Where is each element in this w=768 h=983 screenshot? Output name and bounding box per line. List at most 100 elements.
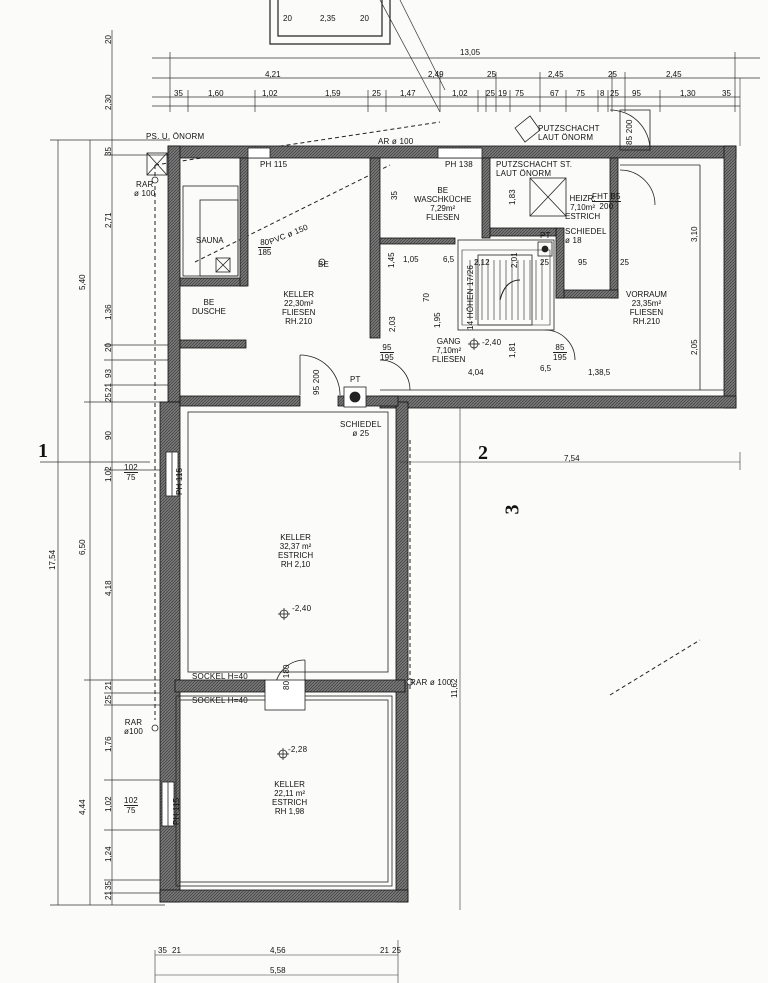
dim-top-r3-15: 1,30: [680, 89, 696, 98]
door5-height: 200: [625, 119, 634, 134]
fht-line2: 200: [592, 201, 621, 211]
grid-lines: [154, 78, 741, 983]
dim-95: 95: [578, 258, 587, 267]
dim-105: 1,05: [403, 255, 419, 264]
axis-marker-3: 3: [501, 504, 524, 515]
left-dimension-lines: [40, 30, 170, 906]
rar-top-line2: ø 100: [134, 189, 156, 198]
dim-left-in-16: 1,24: [104, 846, 113, 862]
keller2-name: KELLER: [280, 533, 311, 542]
dim-top-r3-10: 67: [550, 89, 559, 98]
dim-bottom-r1-2: 4,56: [270, 946, 286, 955]
putzschacht-st-line2: LAUT ÖNORM: [496, 169, 552, 178]
putzschacht-line1: PUTZSCHACHT: [538, 124, 600, 133]
level-gang: -2,40: [482, 338, 502, 347]
schiedel18-line1: SCHIEDEL: [565, 227, 607, 236]
putzschacht-st-label: PUTZSCHACHT ST. LAUT ÖNORM: [496, 160, 572, 178]
window-dims-2: 102 75: [124, 796, 138, 815]
axis-marker-1: 1: [38, 440, 48, 462]
dim-left-in-6: 93: [104, 369, 113, 378]
dim-201: 2,01: [510, 252, 519, 268]
dim-left-in-15: 1,02: [104, 796, 113, 812]
putzschacht-label: PUTZSCHACHT LAUT ÖNORM: [538, 124, 600, 142]
dim-145: 1,45: [387, 252, 396, 268]
room-keller-3: KELLER 22,11 m² ESTRICH RH 1,98: [272, 780, 307, 816]
room-keller-2: KELLER 32,37 m² ESTRICH RH 2,10: [278, 533, 313, 569]
dim-top-r3-4: 25: [372, 89, 381, 98]
ph115-left-label-1: PH 115: [175, 467, 184, 495]
door4-height: 180: [282, 664, 291, 679]
inner-lines: [175, 164, 724, 887]
dim-top-r3-13: 25: [610, 89, 619, 98]
dim-left-in-13: 25: [104, 695, 113, 704]
door5-width: 85: [625, 135, 634, 145]
dim-bottom-r1-4: 25: [392, 946, 401, 955]
dim-65: 6,5: [443, 255, 455, 264]
waschkueche-area: 7,29m²: [430, 204, 456, 213]
dim-top-r2-3: 2,45: [548, 70, 564, 79]
schiedel18-label: SCHIEDEL ø 18: [565, 227, 607, 245]
dim-left-mid-1: 6,50: [78, 539, 87, 555]
vorraum-name: VORRAUM: [626, 290, 667, 299]
door3-height: 195: [553, 352, 567, 362]
dim-top-r3-1: 1,60: [208, 89, 224, 98]
dusche-name: DUSCHE: [192, 307, 226, 316]
sockel-label-1: SOCKEL H=40: [192, 672, 248, 681]
outer-walls: [159, 145, 737, 903]
vorraum-area: 23,35m²: [631, 299, 662, 308]
door1-width: 95: [312, 385, 321, 395]
dim-bottom-r1-1: 21: [172, 946, 181, 955]
door4-width: 80: [282, 680, 291, 690]
gang-name: GANG: [436, 337, 461, 346]
dim-left-mid-0: 5,40: [78, 274, 87, 290]
schiedel25-line1: SCHIEDEL: [340, 420, 382, 429]
sauna-door-dims: 80 185: [258, 238, 272, 257]
dim-top-r3-9: 75: [515, 89, 524, 98]
pt-label-lower: PT: [350, 375, 361, 384]
dim-195: 1,95: [433, 312, 442, 328]
door-swings: [264, 109, 656, 711]
keller1-height: RH.210: [285, 317, 313, 326]
dim-212: 2,12: [474, 258, 490, 267]
gang-floor: FLIESEN: [432, 355, 466, 364]
dim-left-in-3: 2,71: [104, 212, 113, 228]
keller1-area: 22,30m²: [283, 299, 314, 308]
room-keller-1: KELLER 22,30m² FLIESEN RH.210: [282, 290, 315, 326]
keller1-floor: FLIESEN: [282, 308, 316, 317]
dim-bottom-r1-3: 21: [380, 946, 389, 955]
vorraum-height: RH.210: [632, 317, 660, 326]
dim-left-in-4: 1,36: [104, 304, 113, 320]
door-80-180: 80 180: [282, 664, 291, 690]
rar-left-line2: ø100: [124, 727, 144, 736]
dim-left-in-0: 20: [104, 35, 113, 44]
top-dimension-lines: [152, 0, 760, 113]
heizr-floor: ESTRICH: [565, 212, 601, 221]
dim-754: 7,54: [564, 454, 580, 463]
dim-left-mid-2: 4,44: [78, 799, 87, 815]
door-95-200: 95 200: [312, 369, 321, 395]
room-heizraum: HEIZR. 7,10m² ESTRICH: [565, 194, 600, 221]
keller2-area: 32,37 m²: [279, 542, 312, 551]
window-dims-1: 102 75: [124, 463, 138, 482]
room-vorraum: VORRAUM 23,35m² FLIESEN RH.210: [626, 290, 667, 326]
dim-138: 1,38,5: [588, 368, 611, 377]
dim-203: 2,03: [388, 316, 397, 332]
door2-width: 95: [382, 343, 392, 352]
dim-left-in-2: 35: [104, 147, 113, 156]
heizr-name: HEIZR.: [569, 194, 596, 203]
room-waschkueche: BE WASCHKÜCHE 7,29m² FLIESEN: [414, 186, 471, 222]
top-shaft: [269, 0, 391, 45]
dim-top-r3-5: 1,47: [400, 89, 416, 98]
room-sauna: SAUNA: [196, 236, 224, 245]
dim-310: 3,10: [690, 226, 699, 242]
door3-width: 85: [555, 343, 565, 352]
dim-top-r3-14: 95: [632, 89, 641, 98]
windows: [161, 147, 483, 827]
dim-left-in-1: 2,30: [104, 94, 113, 110]
rar-top-line1: RAR: [135, 180, 154, 189]
ph138-label: PH 138: [445, 160, 473, 169]
dim-left-outer-0: 17,54: [48, 549, 57, 570]
keller3-name: KELLER: [274, 780, 305, 789]
